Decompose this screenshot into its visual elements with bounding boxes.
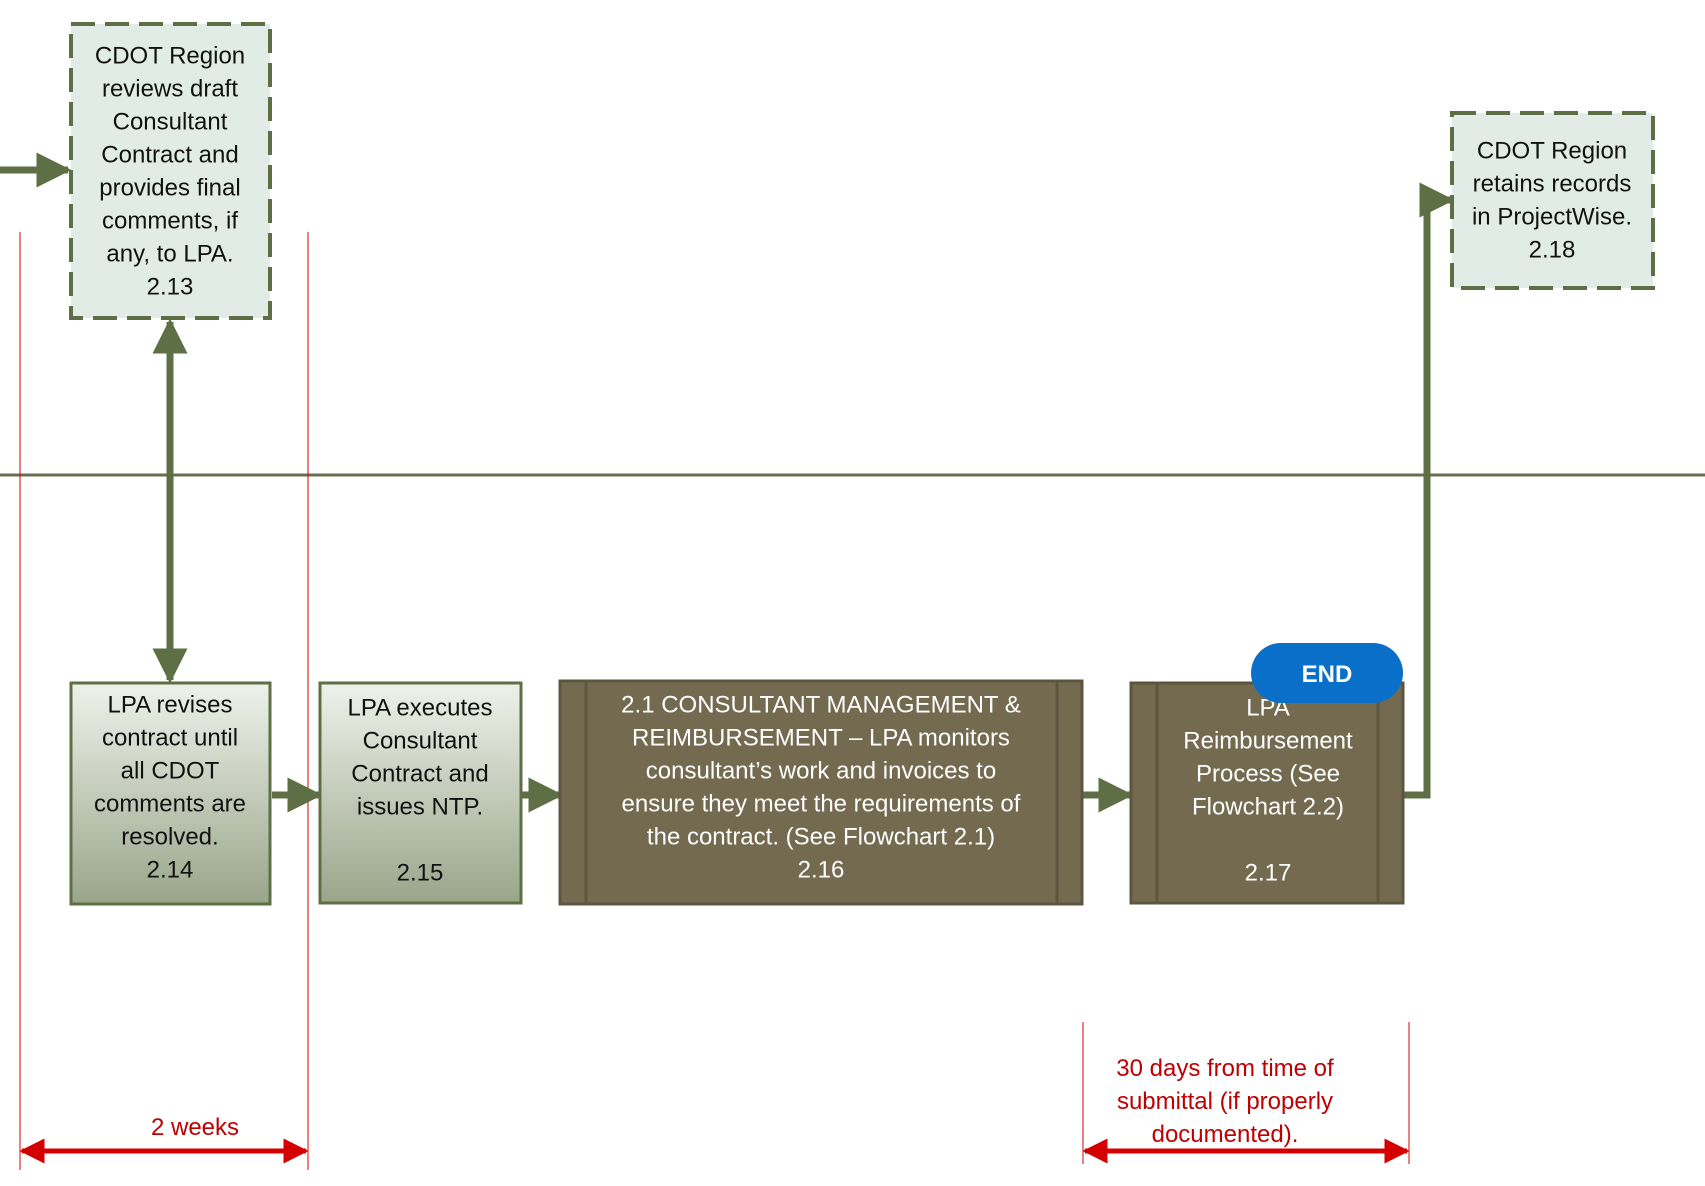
text-line: Consultant: [113, 109, 228, 136]
text-line: Consultant: [363, 728, 478, 755]
duration-30-days-label: 30 days from time of submittal (if proper…: [1116, 1055, 1334, 1148]
text-line: comments are: [94, 791, 246, 818]
text-line: REIMBURSEMENT – LPA monitors: [632, 725, 1010, 752]
text-line: 2.1 CONSULTANT MANAGEMENT &: [621, 692, 1021, 719]
duration-2-weeks-label: 2 weeks: [151, 1114, 239, 1141]
step-2-18-label: CDOT Region retains records in ProjectWise…: [1472, 138, 1632, 264]
step-2-16-subprocess[interactable]: 2.1 CONSULTANT MANAGEMENT & REIMBURSEMENT…: [558, 679, 1084, 906]
end-terminator-shape: [1251, 643, 1403, 703]
text-line: reviews draft: [102, 76, 238, 103]
text-line: LPA executes: [348, 695, 493, 722]
text-line: LPA revises: [108, 692, 233, 719]
text-line: comments, if: [102, 208, 238, 235]
text-line: 2.17: [1245, 860, 1292, 887]
end-terminator[interactable]: END: [1251, 643, 1403, 703]
text-line: issues NTP.: [357, 794, 483, 821]
duration-2-weeks: 2 weeks: [19, 1114, 309, 1164]
text-line: the contract. (See Flowchart 2.1): [647, 824, 995, 851]
step-2-18-box: [1450, 111, 1655, 290]
text-line: documented).: [1152, 1121, 1299, 1148]
text-line: in ProjectWise.: [1472, 204, 1632, 231]
duration-30-days: 30 days from time of submittal (if proper…: [1082, 1055, 1410, 1164]
text-line: Flowchart 2.2): [1192, 794, 1344, 821]
text-line: 2.15: [397, 860, 444, 887]
text-line: Process (See: [1196, 761, 1340, 788]
text-line: 2.13: [147, 274, 194, 301]
text-line: CDOT Region: [95, 43, 245, 70]
text-line: consultant’s work and invoices to: [646, 758, 996, 785]
step-2-13-box: [69, 22, 272, 320]
text-line: 2.18: [1529, 237, 1576, 264]
end-label: END: [1302, 661, 1353, 688]
step-2-18[interactable]: CDOT Region retains records in ProjectWise…: [1450, 111, 1655, 290]
text-line: ensure they meet the requirements of: [622, 791, 1021, 818]
step-2-16-label: 2.1 CONSULTANT MANAGEMENT & REIMBURSEMENT…: [621, 692, 1021, 884]
text-line: Contract and: [351, 761, 488, 788]
step-2-17-box: [1129, 681, 1405, 905]
text-line: all CDOT: [121, 758, 220, 785]
text-line: resolved.: [121, 824, 218, 851]
step-2-15-box: [318, 681, 523, 905]
text-line: Reimbursement: [1183, 728, 1353, 755]
step-2-14-box: [69, 681, 272, 906]
text-line: retains records: [1473, 171, 1632, 198]
text-line: 2 weeks: [151, 1114, 239, 1141]
step-2-14[interactable]: LPA revises contract until all CDOT comment…: [69, 681, 272, 906]
text-line: Contract and: [101, 142, 238, 169]
text-line: provides final: [99, 175, 240, 202]
text-line: any, to LPA.: [106, 241, 233, 268]
text-line: submittal (if properly: [1117, 1088, 1333, 1115]
step-2-16-box: [558, 679, 1084, 906]
text-line: contract until: [102, 725, 238, 752]
text-line: 2.16: [798, 857, 845, 884]
step-2-14-label: LPA revises contract until all CDOT comment…: [94, 692, 246, 884]
text-line: CDOT Region: [1477, 138, 1627, 165]
text-line: 2.14: [147, 857, 194, 884]
arrow-2-17-to-2-18: [1404, 182, 1455, 799]
text-line: 30 days from time of: [1116, 1055, 1334, 1082]
